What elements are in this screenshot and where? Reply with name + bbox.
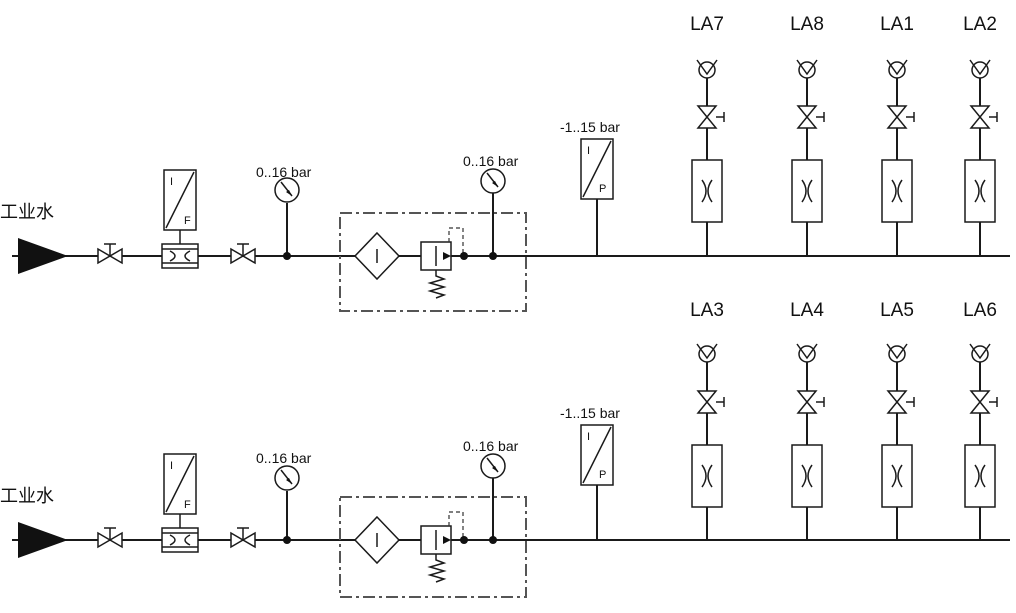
flow-transmitter-icon: I F (163, 453, 197, 515)
inlet-label: 工业水 (0, 486, 54, 507)
flow-tx-top-label: I (170, 460, 173, 472)
gauge-2-range: 0..16 bar (463, 438, 519, 454)
outlet-label: LA2 (963, 14, 997, 35)
outlet-label: LA3 (690, 300, 724, 321)
outlet-label: LA1 (880, 14, 914, 35)
isolation-valve-icon (97, 527, 123, 549)
isolation-valve-icon (230, 243, 256, 265)
outlet-label: LA6 (963, 300, 997, 321)
row-2: 工业水 I F (0, 300, 1010, 598)
pressure-tx-bottom-label: P (599, 469, 606, 481)
filter-icon (353, 515, 401, 565)
inlet-label: 工业水 (0, 202, 54, 223)
flow-tx-bottom-label: F (184, 499, 191, 511)
pressure-gauge-icon (274, 177, 300, 260)
outlet-branch: LA8 (790, 14, 825, 256)
flow-tx-bottom-label: F (184, 215, 191, 227)
outlet-label: LA5 (880, 300, 914, 321)
flow-tx-top-label: I (170, 176, 173, 188)
pressure-tx-bottom-label: P (599, 183, 606, 195)
pressure-gauge-icon (274, 465, 300, 544)
pressure-gauge-icon (480, 168, 506, 260)
inlet-arrow-icon (18, 522, 68, 558)
pressure-regulator-icon (420, 511, 468, 583)
filter-regulator-package (339, 496, 527, 598)
inlet-arrow-icon (18, 238, 68, 274)
outlet-branch: LA2 (963, 14, 998, 256)
outlet-label: LA4 (790, 300, 824, 321)
pressure-tx-top-label: I (587, 431, 590, 443)
outlet-branch: LA4 (790, 300, 825, 540)
flowmeter-element-icon (161, 514, 199, 553)
flowmeter-element-icon (161, 230, 199, 269)
gauge-1-range: 0..16 bar (256, 450, 312, 466)
gauge-1-range: 0..16 bar (256, 164, 312, 180)
pressure-range: -1..15 bar (560, 119, 620, 135)
filter-regulator-package (339, 212, 527, 312)
outlet-branch: LA5 (880, 300, 915, 540)
isolation-valve-icon (230, 527, 256, 549)
outlet-branch: LA3 (690, 300, 725, 540)
pressure-tx-top-label: I (587, 145, 590, 157)
outlet-branch: LA1 (880, 14, 915, 256)
flow-transmitter-icon: I F (163, 169, 197, 231)
outlet-branch: LA7 (690, 14, 725, 256)
pressure-gauge-icon (480, 453, 506, 544)
pressure-regulator-icon (420, 227, 468, 299)
pressure-transmitter-icon: I P (580, 138, 614, 256)
outlet-label: LA8 (790, 14, 824, 35)
outlet-label: LA7 (690, 14, 724, 35)
filter-icon (353, 231, 401, 281)
pressure-range: -1..15 bar (560, 405, 620, 421)
isolation-valve-icon (97, 243, 123, 265)
pressure-transmitter-icon: I P (580, 424, 614, 540)
outlet-branch: LA6 (963, 300, 998, 540)
gauge-2-range: 0..16 bar (463, 153, 519, 169)
row-1: 工业水 I F (0, 14, 1010, 312)
